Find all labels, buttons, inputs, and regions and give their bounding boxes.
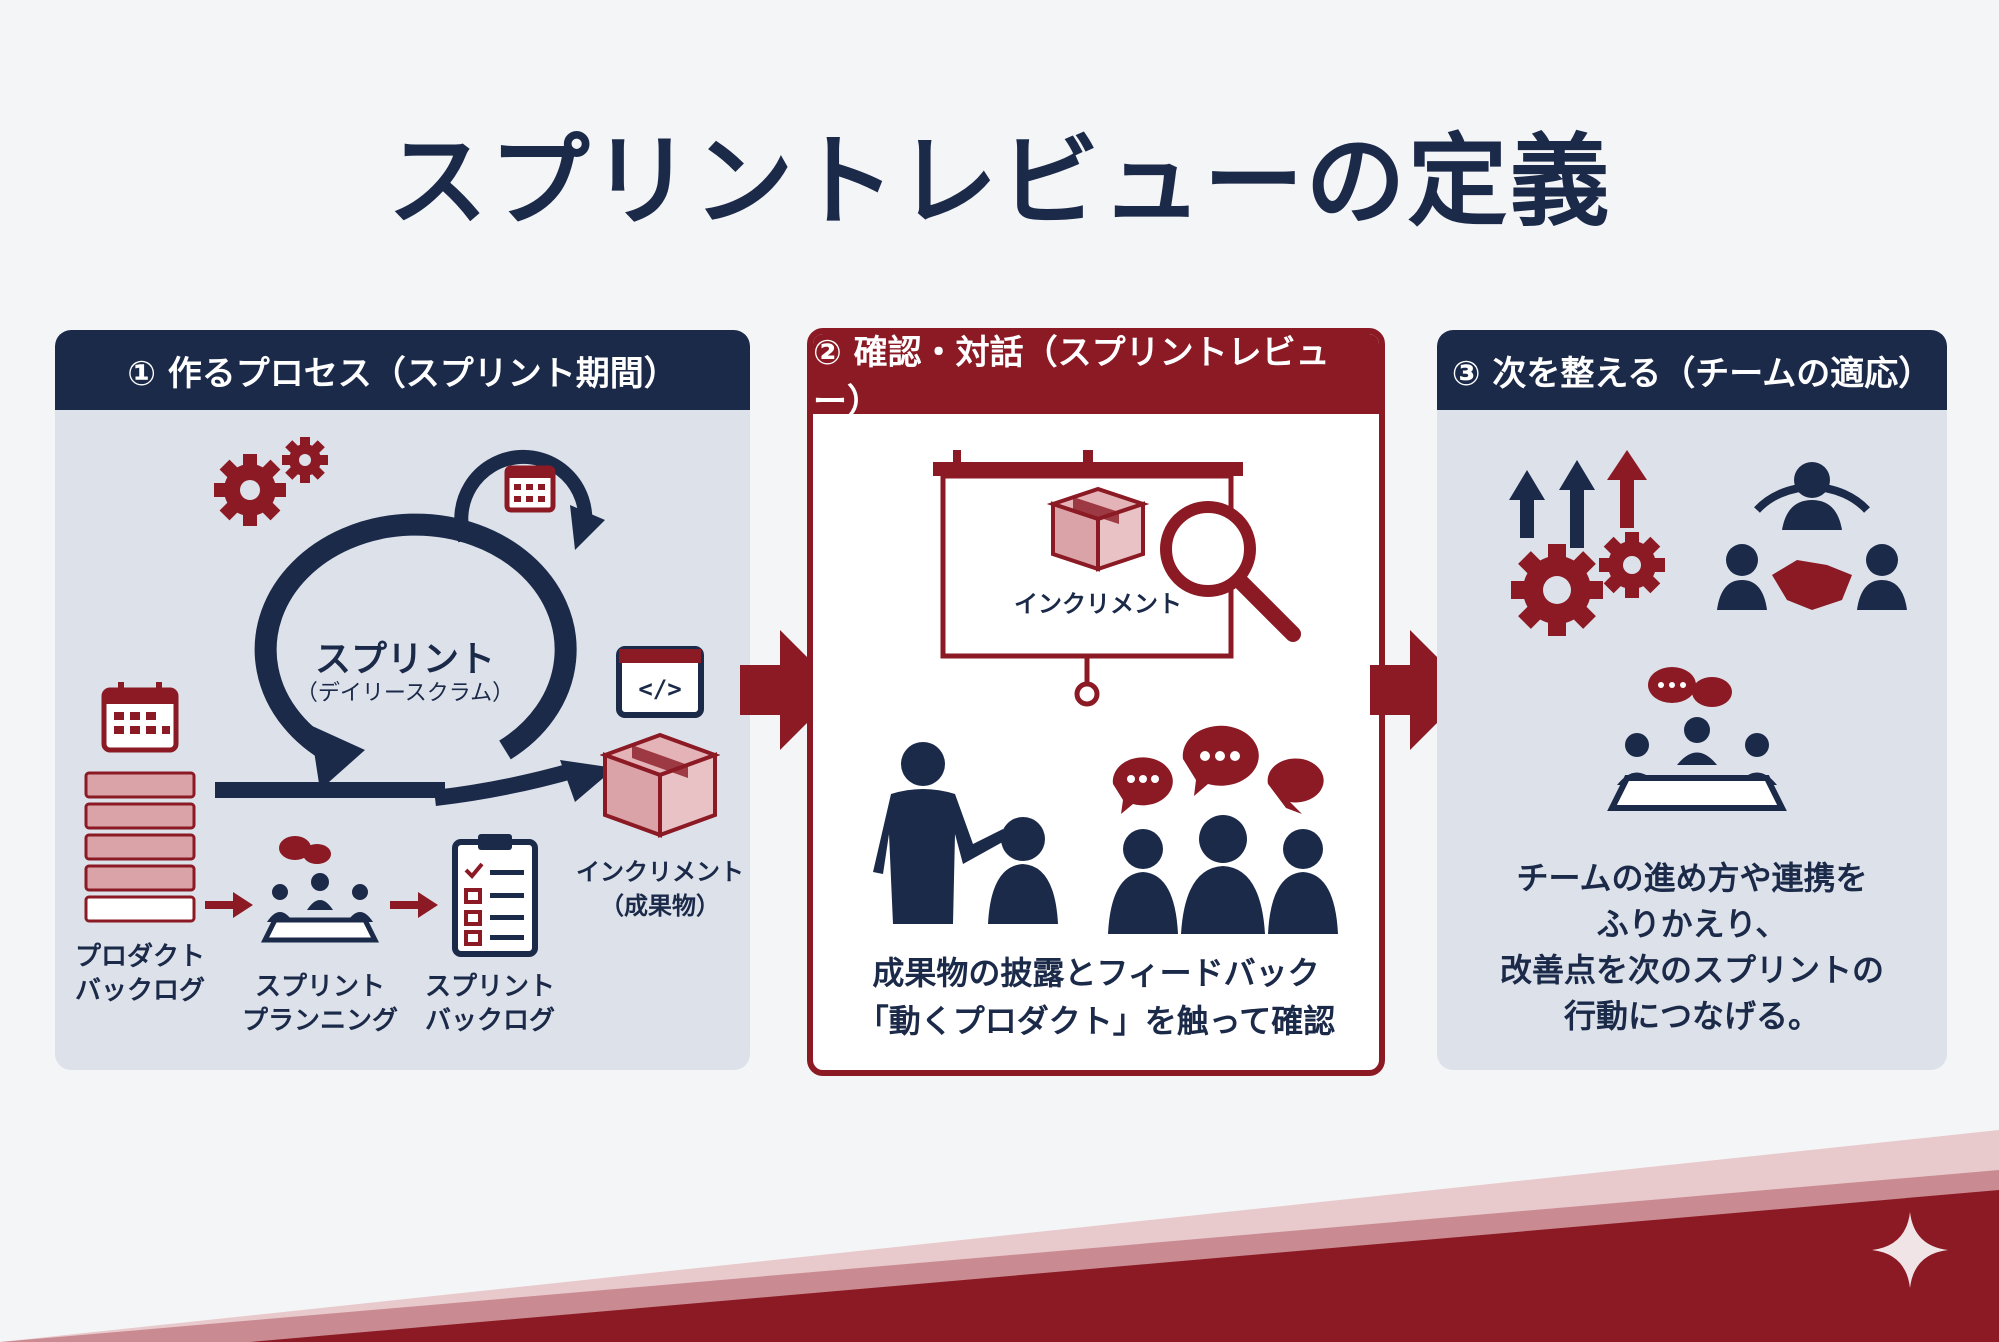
- sparkle-icon: [1872, 1212, 1948, 1288]
- adapt-caption: チームの進め方や連携を ふりかえり、 改善点を次のスプリントの 行動につなげる。: [1499, 859, 1884, 1035]
- sprint-planning-label: スプリント プランニング: [241, 972, 398, 1036]
- audience-feedback-icon: [1108, 725, 1338, 934]
- increment-box-icon: [600, 732, 720, 838]
- review-caption: 成果物の披露とフィードバック 「動くプロダクト」を触って確認: [856, 954, 1336, 1040]
- sprint-sub-label: （デイリースクラム）: [295, 681, 515, 706]
- team-meeting-icon: [1607, 667, 1787, 811]
- improvement-gears-icon: [1509, 450, 1665, 636]
- flow-to-increment-arrow: [215, 760, 615, 806]
- code-window-icon: [616, 646, 704, 718]
- code-icon-text: </>: [638, 675, 682, 703]
- calendar-icon: [101, 682, 179, 753]
- daily-loop-icon: [454, 449, 605, 550]
- clipboard-icon: [452, 834, 538, 957]
- bottom-decoration: [0, 1130, 1999, 1342]
- meeting-icon: [260, 836, 380, 943]
- sprint-cycle-icon: [254, 513, 577, 790]
- gears-icon: [214, 437, 328, 526]
- panel-review-header: ② 確認・対話（スプリントレビュー）: [813, 334, 1379, 422]
- magnifier-icon: [1160, 501, 1301, 642]
- collaboration-icon: [1717, 462, 1907, 610]
- panel-create-process: ① 作るプロセス（スプリント期間）: [55, 330, 750, 1070]
- panel-review: ② 確認・対話（スプリントレビュー） インクリメント: [807, 328, 1385, 1076]
- panel-create-process-header: ① 作るプロセス（スプリント期間）: [55, 330, 750, 410]
- board-increment-label: インクリメント: [1014, 590, 1182, 618]
- sprint-backlog-label: スプリント バックログ: [424, 972, 555, 1036]
- small-arrow-2: [390, 892, 438, 918]
- small-arrow-1: [205, 892, 253, 918]
- panel-adapt-header: ③ 次を整える（チームの適応）: [1437, 330, 1947, 410]
- panel-adapt: ③ 次を整える（チームの適応） チームの進め方や連携: [1437, 330, 1947, 1070]
- page-title: スプリントレビューの定義: [387, 123, 1612, 240]
- product-backlog-label: プロダクト バックログ: [74, 942, 205, 1006]
- increment-label: インクリメント （成果物）: [576, 858, 744, 920]
- sprint-label: スプリント: [314, 639, 495, 680]
- product-backlog-icon: [84, 771, 196, 923]
- presenter-icon: [873, 742, 1058, 924]
